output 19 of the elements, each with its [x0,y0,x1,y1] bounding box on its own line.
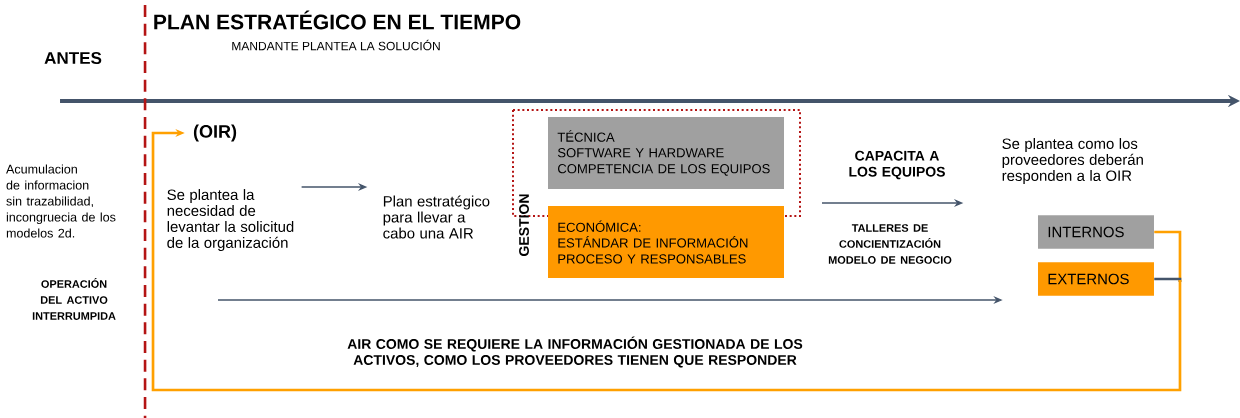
body-text: Plan estratégico para llevar a cabo una AIR [383,195,490,239]
body-text: Se plantea como los proveedores deberán responden a la OIR [1002,138,1143,184]
category-box: EXTERNOS [1038,262,1154,296]
connector-line [1154,277,1182,282]
note-text: Acumulacion de informacion sin trazabilidad, incongruecia de los modelos 2d. [6,164,116,238]
connector-arrow [151,128,1182,392]
body-text: Se plantea la necesidad de levantar la solicitud de la organización [167,189,294,251]
subtitle: MANDANTE PLANTEA LA SOLUCIÓN [232,39,440,51]
group-label: GESTION [519,194,529,256]
title-text: (OIR) [193,124,237,142]
heading-text: CAPACITA A LOS EQUIPOS [849,150,945,180]
category-box: TÉCNICA SOFTWARE Y HARDWARE COMPETENCIA DE LOS EQUIPOS [548,117,784,189]
note-text: AIR COMO SE REQUIERE LA INFORMACIÓN GESTIONADA DE LOS ACTIVOS, COMO LOS PROVEEDORES TIENEN QUE RESPONDER [347,336,803,368]
category-box: ECONÓMICA: ESTÁNDAR DE INFORMACIÓN PROCESO Y RESPONSABLES [548,206,784,278]
note-text: TALLERES DE CONCIENTIZACIÓN MODELO DE NEGOCIO [828,224,952,264]
title: PLAN ESTRATÉGICO EN EL TIEMPO [154,10,521,30]
status-label: OPERACIÓN DEL ACTIVO INTERRUMPIDA [32,278,116,320]
period-label: ANTES [44,51,102,65]
category-box: INTERNOS [1038,215,1154,249]
